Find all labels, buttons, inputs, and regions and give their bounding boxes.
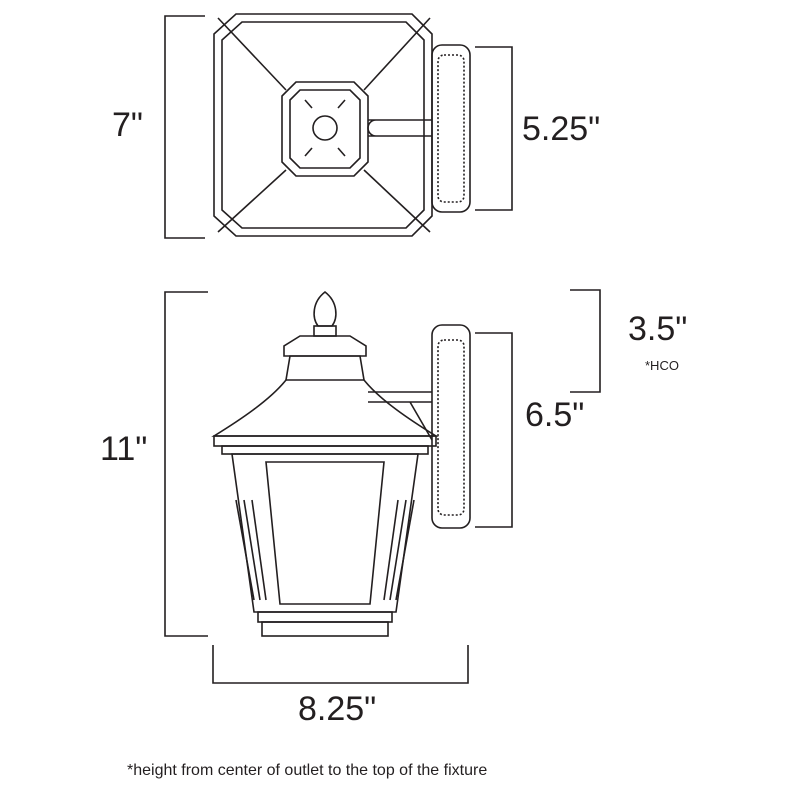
footnote: *height from center of outlet to the top… bbox=[127, 762, 488, 779]
top-view-fixture bbox=[213, 13, 471, 237]
side-vent-lines bbox=[235, 499, 415, 601]
top-depth-label: 5.25" bbox=[522, 110, 601, 148]
height-label: 11" bbox=[100, 430, 148, 468]
top-width-label: 7" bbox=[112, 106, 143, 144]
hco-marker: *HCO bbox=[645, 358, 679, 373]
side-view-fixture bbox=[211, 290, 471, 637]
width-label: 8.25" bbox=[298, 690, 377, 728]
side-view-dimensions bbox=[164, 289, 601, 684]
backplate-label: 6.5" bbox=[525, 396, 585, 434]
hco-label: 3.5" bbox=[628, 310, 688, 348]
top-view-dimensions bbox=[164, 15, 513, 239]
